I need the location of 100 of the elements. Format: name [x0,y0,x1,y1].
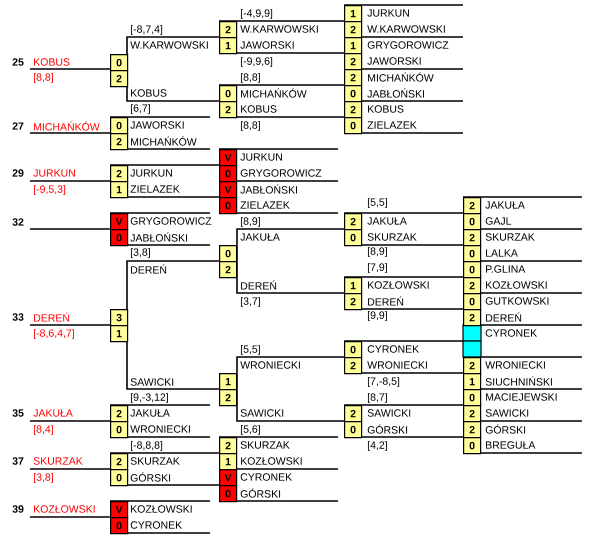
score-cell: 0 [344,229,362,246]
score-cell: 2 [344,405,362,422]
seed-number: 35 [12,409,24,417]
score-cell: 0 [344,117,362,134]
score-cell: 2 [110,133,128,150]
set-scores: [8,8] [240,121,260,131]
player-name: W.KARWOWSKI [240,25,318,33]
player-name: MACIEJEWSKI [486,393,557,401]
player-name: JURKUN [240,153,282,161]
player-name: GÓRSKI [130,472,170,482]
player-name: GÓRSKI [240,488,280,498]
player-name: ZIELAZEK [130,185,180,193]
seeded-player-name: KOBUS [34,58,70,66]
score-cell: 1 [344,277,362,294]
score-cell: 0 [110,229,128,246]
score-cell: V [219,469,238,486]
player-name: BREGUŁA [486,441,536,449]
player-name: KOZŁOWSKI [131,505,192,513]
score-cell: 3 [110,309,128,326]
score-cell: 2 [344,293,362,310]
set-scores: [3,8] [34,473,53,483]
score-cell: 2 [219,21,238,38]
player-name: DEREŃ [368,296,404,306]
player-name: SAWICKI [240,409,284,417]
player-name: JAWORSKI [130,121,184,129]
player-name: KOBUS [241,105,276,113]
set-scores: [9,9] [368,311,387,321]
score-cell: 1 [219,37,238,54]
player-name: SKURZAK [368,233,417,241]
seed-number: 33 [12,313,24,321]
score-cell: 1 [110,325,128,342]
player-name: WRONIECKI [130,425,190,433]
player-name: JURKUN [367,9,409,17]
player-name: DEREŃ [131,264,166,274]
score-cell: 1 [219,373,238,390]
score-cell: V [219,181,238,198]
set-scores: [8,9] [368,247,387,257]
score-cell: 2 [463,309,482,326]
score-cell: 1 [463,373,482,390]
score-cell: V [219,149,238,166]
score-cell: 2 [344,69,362,86]
player-name: W.KARWOWSKI [367,25,445,33]
player-name: SAWICKI [130,378,174,386]
seeded-player-name: JAKUŁA [33,409,73,417]
score-cell: V [110,213,128,230]
score-cell: 0 [219,197,238,214]
set-scores: [-8,7,4] [130,25,162,35]
set-scores: [-4,9,9] [240,9,272,19]
player-name: GRYGOROWICZ [368,41,448,49]
score-cell: 2 [463,405,482,422]
player-name: GAJL [486,217,512,225]
player-name: GRYGOROWICZ [130,217,212,225]
seeded-player-name: MICHAŃKÓW [34,121,100,131]
score-cell: 0 [110,421,128,438]
score-cell: 0 [219,85,238,102]
set-scores: [-8,6,4,7] [34,329,74,339]
score-cell: 1 [344,37,362,54]
score-cell: 1 [344,5,362,22]
score-cell: 0 [463,213,482,230]
score-cell: 0 [219,165,238,182]
score-cell: 2 [219,101,238,118]
player-name: WRONIECKI [485,361,545,369]
player-name: ZIELAZEK [368,121,417,129]
set-scores: [5,5] [240,345,260,355]
score-cell: 2 [344,21,362,38]
player-name: SIUCHNIŃSKI [486,376,552,386]
player-name: KOBUS [131,89,166,97]
score-cell: 2 [463,197,482,214]
set-scores: [8,8] [240,73,260,83]
score-cell: 0 [463,245,482,262]
set-scores: [8,9] [240,217,260,227]
player-name: CYRONEK [368,345,419,353]
player-name: P.GLINA [486,265,526,273]
player-name: KOZŁOWSKI [368,281,429,289]
score-cell: 0 [463,437,482,454]
player-name: JABŁOŃSKI [367,88,424,98]
seeded-player-name: KOZŁOWSKI [34,505,95,513]
player-name: SKURZAK [130,457,180,465]
score-cell: 2 [463,229,482,246]
seed-number: 32 [12,218,24,226]
score-cell: 1 [219,453,238,470]
set-scores: [-9,9,6] [240,57,272,67]
player-name: GRYGOROWICZ [240,169,322,177]
player-name: ZIELAZEK [240,201,290,209]
score-cell: 2 [219,437,238,454]
score-cell: 0 [463,261,482,278]
score-cell: 2 [344,53,362,70]
set-scores: [4,2] [368,441,387,451]
player-name: DEREŃ [486,312,522,322]
player-name: SAWICKI [486,409,528,417]
score-cell: 0 [110,117,128,134]
seed-number: 25 [12,58,24,66]
player-name: SAWICKI [368,409,410,417]
score-cell: 0 [110,54,128,72]
set-scores: [8,8] [34,73,53,83]
score-cell: 0 [344,421,362,438]
player-name: KOZŁOWSKI [241,457,302,465]
set-scores: [-9,5,3] [34,185,66,195]
score-cell: 0 [344,341,362,358]
player-name: LALKA [486,249,518,257]
